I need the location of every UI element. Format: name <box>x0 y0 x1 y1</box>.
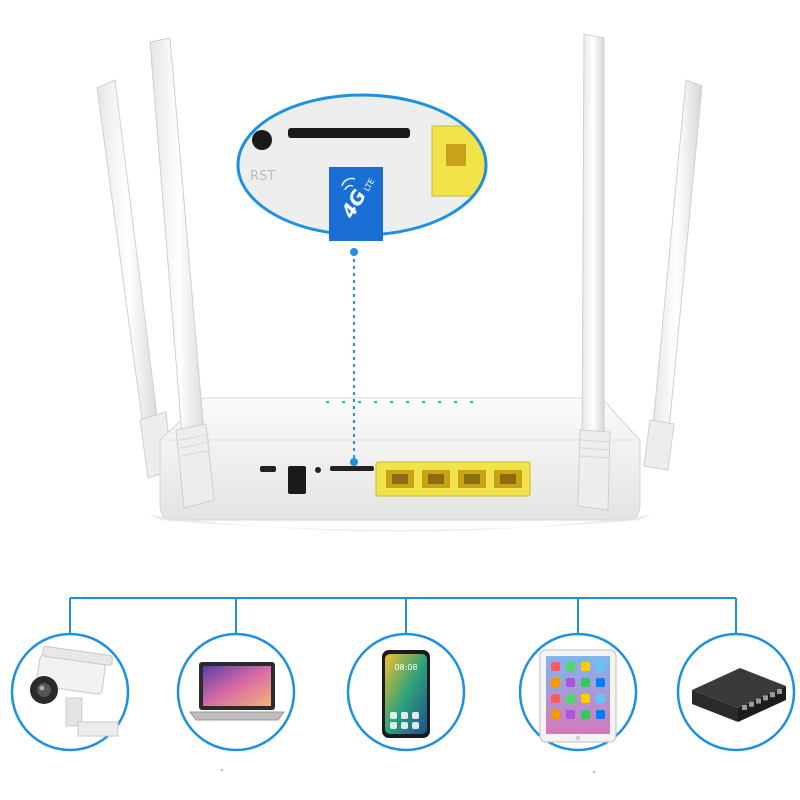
lan-port-block <box>375 461 531 497</box>
status-led <box>422 401 425 403</box>
phone-clock: 08:08 <box>394 663 417 672</box>
wps-hole <box>315 467 321 473</box>
status-led <box>470 401 473 403</box>
mag-lan-port <box>431 125 486 197</box>
security-camera-icon <box>30 645 119 737</box>
mag-sim-slot <box>288 128 410 138</box>
tablet-icon <box>539 649 617 743</box>
mag-port-label: RST <box>250 169 275 184</box>
device-circle-camera <box>10 632 130 752</box>
status-led <box>390 401 393 403</box>
power-jack <box>288 466 306 494</box>
status-leds <box>326 401 473 403</box>
device-circle-tablet <box>518 632 638 752</box>
sim-slot <box>330 466 374 471</box>
smartphone-icon: 08:08 <box>382 650 430 738</box>
device-circle-laptop <box>176 632 296 752</box>
antenna-front-left <box>149 37 215 509</box>
status-led <box>358 401 361 403</box>
status-led <box>438 401 441 403</box>
lan-ports <box>386 470 522 488</box>
status-led <box>342 401 345 403</box>
antenna-front-right <box>577 33 611 511</box>
status-led <box>454 401 457 403</box>
status-led <box>374 401 377 403</box>
4g-lte-badge: 4G LTE <box>329 167 383 241</box>
reset-button <box>260 466 276 472</box>
status-led <box>326 401 329 403</box>
laptop-icon <box>189 662 285 721</box>
mag-reset-hole <box>252 130 272 150</box>
status-led <box>406 401 409 403</box>
device-circle-phone: 08:08 <box>346 632 466 752</box>
rear-panel-ports <box>260 461 531 497</box>
device-circle-switch <box>676 632 796 752</box>
network-switch-icon <box>692 668 786 722</box>
antenna-back-right <box>643 79 703 471</box>
